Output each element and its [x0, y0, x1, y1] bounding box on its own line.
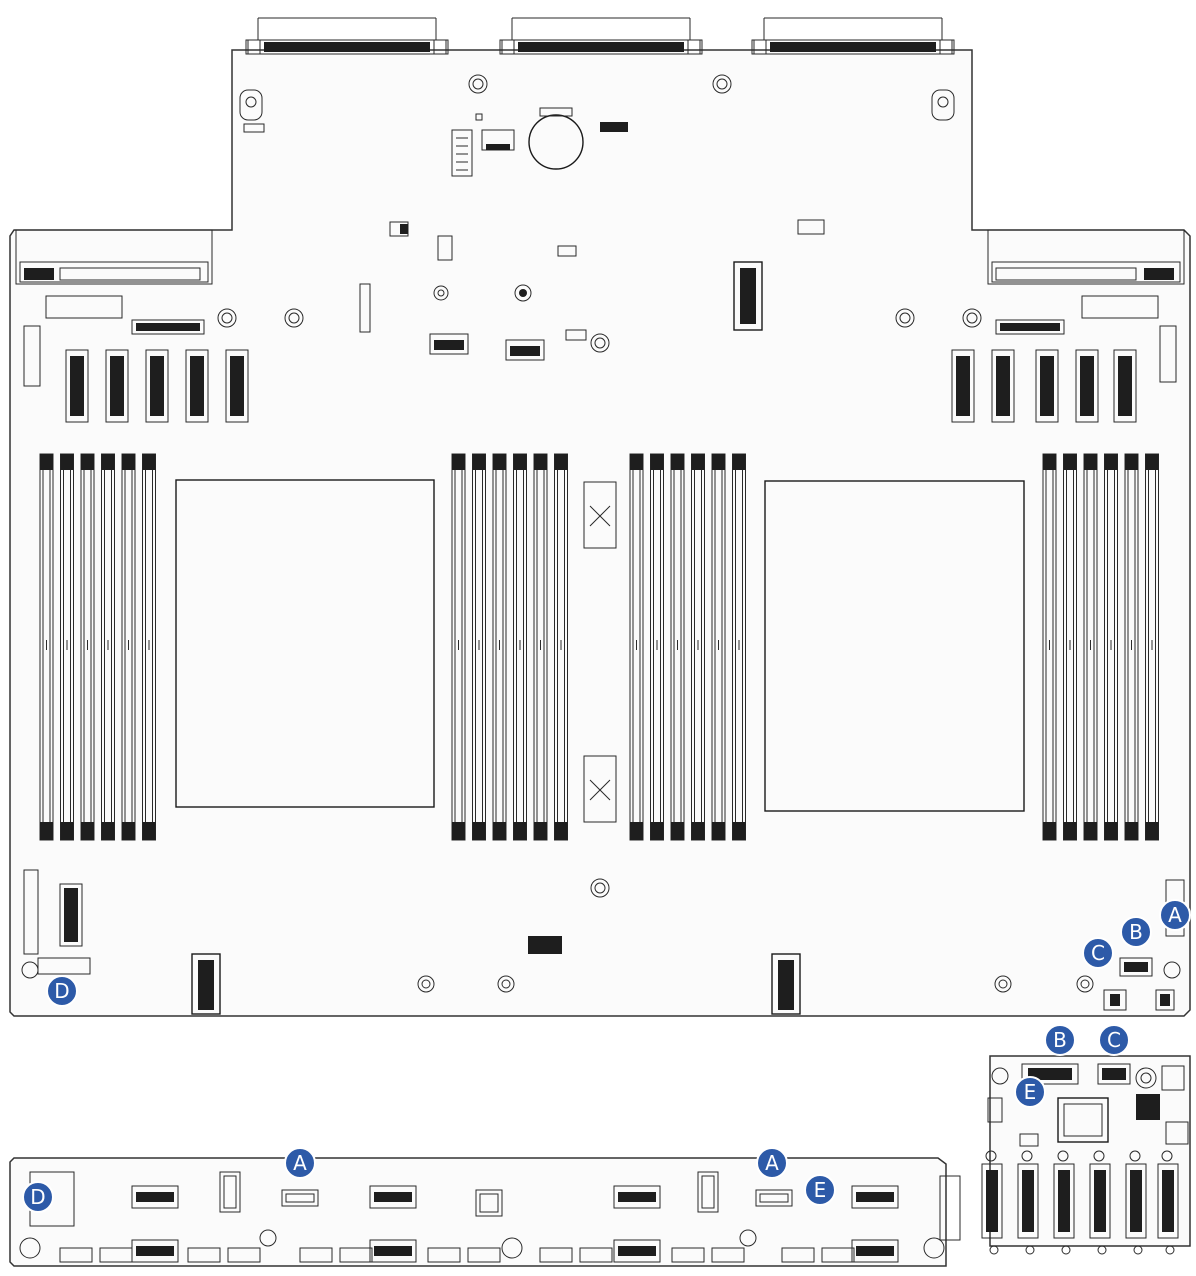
svg-text:C: C: [1107, 1028, 1121, 1052]
dimm-slot: [39, 453, 54, 841]
backplane-small-connector: [59, 1247, 93, 1263]
backplane-small-connector: [539, 1247, 573, 1263]
dimm-slot: [670, 453, 685, 841]
dimm-slot: [1083, 453, 1098, 841]
svg-text:D: D: [54, 979, 69, 1003]
dimm-slot: [629, 453, 644, 841]
motherboard-outline: [9, 49, 1191, 1017]
riser-slot: [1017, 1150, 1039, 1255]
dimm-slot: [1042, 453, 1057, 841]
backplane-small-connector: [227, 1247, 261, 1263]
dimm-slot: [60, 453, 74, 841]
callout-a-main: A: [1159, 899, 1191, 931]
svg-text:E: E: [1024, 1080, 1037, 1104]
dimm-slot: [650, 453, 664, 841]
callout-d-main: D: [46, 975, 78, 1007]
dimm-slots: [39, 453, 1159, 841]
riser-slot: [1125, 1150, 1147, 1255]
dimm-slot: [732, 453, 746, 841]
callout-b-main: B: [1120, 916, 1152, 948]
backplane-small-connector: [467, 1247, 501, 1263]
dimm-slot: [711, 453, 726, 841]
riser-slot: [1157, 1150, 1179, 1255]
riser-slot: [1089, 1150, 1111, 1255]
backplane-port: [369, 1185, 417, 1209]
callout-c-main: C: [1082, 937, 1114, 969]
svg-text:B: B: [1053, 1028, 1067, 1052]
callout-d-backplane: D: [22, 1181, 54, 1213]
backplane-small-connector: [781, 1247, 815, 1263]
right-vertical-connectors: [951, 349, 1137, 423]
dimm-slot: [451, 453, 466, 841]
svg-text:A: A: [293, 1151, 307, 1175]
top-components: [239, 74, 955, 361]
callout-e-riser: E: [1014, 1076, 1046, 1108]
backplane-port: [131, 1185, 179, 1209]
backplane-port: [851, 1239, 899, 1263]
backplane-small-connector: [671, 1247, 705, 1263]
backplane-small-connector: [187, 1247, 221, 1263]
riser-components: [987, 1063, 1189, 1147]
callout-a-backplane-left: A: [284, 1147, 316, 1179]
center-brackets: [583, 481, 617, 823]
callout-e-backplane: E: [804, 1174, 836, 1206]
backplane-port: [851, 1185, 899, 1209]
dimm-slot: [533, 453, 548, 841]
svg-text:B: B: [1129, 920, 1143, 944]
backplane-port: [369, 1239, 417, 1263]
backplane-outline: [9, 1157, 947, 1267]
backplane-small-connector: [427, 1247, 461, 1263]
dimm-slot: [1104, 453, 1118, 841]
svg-text:D: D: [30, 1185, 45, 1209]
dimm-slot: [142, 453, 156, 841]
backplane-small-connector: [579, 1247, 613, 1263]
backplane-small-connector: [339, 1247, 373, 1263]
dimm-slot: [472, 453, 486, 841]
dimm-slot: [513, 453, 527, 841]
callout-a-backplane-right: A: [756, 1147, 788, 1179]
svg-text:A: A: [1168, 903, 1182, 927]
svg-text:E: E: [814, 1178, 827, 1202]
top-pcie-slots: [245, 17, 955, 55]
backplane-small-connector: [821, 1247, 855, 1263]
backplane-port: [613, 1239, 661, 1263]
callout-c-riser: C: [1098, 1024, 1130, 1056]
riser-slot: [981, 1150, 1003, 1255]
left-vertical-connectors: [65, 349, 249, 423]
dimm-slot: [492, 453, 507, 841]
backplane-small-connector: [711, 1247, 745, 1263]
riser-slot: [1053, 1150, 1075, 1255]
backplane-small-connector: [99, 1247, 133, 1263]
right-rear-io: [895, 229, 1185, 383]
cmos-battery: [528, 114, 584, 170]
backplane-port-group: [59, 1185, 899, 1263]
cpu-socket-1: [175, 479, 435, 808]
dimm-slot: [691, 453, 705, 841]
dimm-slot: [80, 453, 95, 841]
backplane-port: [613, 1185, 661, 1209]
dimm-slot: [1063, 453, 1077, 841]
left-rear-io: [15, 229, 304, 387]
backplane-small-connector: [299, 1247, 333, 1263]
callout-b-riser: B: [1044, 1024, 1076, 1056]
dimm-slot: [101, 453, 115, 841]
cpu-socket-2: [764, 480, 1025, 812]
dimm-slot: [1124, 453, 1139, 841]
svg-text:A: A: [765, 1151, 779, 1175]
dimm-slot: [121, 453, 136, 841]
svg-text:C: C: [1091, 941, 1105, 965]
lower-main-components: [21, 869, 1185, 1015]
dimm-slot: [554, 453, 568, 841]
dimm-slot: [1145, 453, 1159, 841]
riser-slot-group: [981, 1150, 1179, 1255]
